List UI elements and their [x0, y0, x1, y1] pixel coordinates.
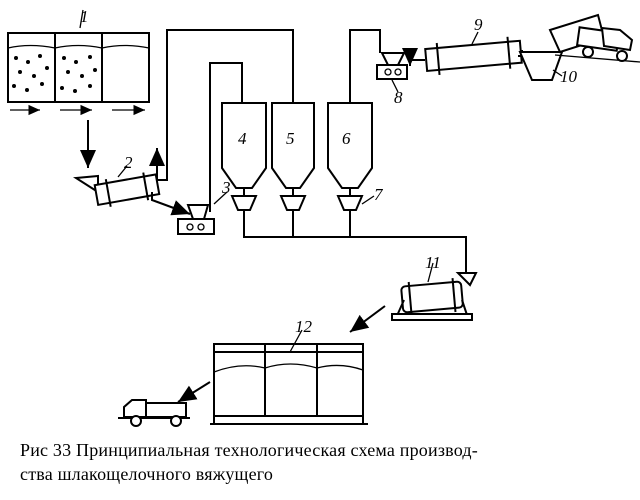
- flow-mixer-to-warehouse: [349, 305, 386, 333]
- silo-5: [271, 102, 315, 211]
- ball-mill: [177, 204, 215, 235]
- label-8: 8: [394, 88, 403, 107]
- receiving-hopper: [518, 51, 564, 81]
- silo-4: [221, 102, 267, 211]
- label-2: 2: [124, 153, 133, 172]
- caption-line-1: Рис 33 Принципиальная технологическая сх…: [20, 440, 478, 460]
- label-12: 12: [295, 317, 313, 336]
- slag-storage-bins: [7, 32, 150, 116]
- figure-caption: Рис 33 Принципиальная технологическая сх…: [20, 438, 624, 486]
- label-9: 9: [474, 15, 483, 34]
- drying-drum: [72, 172, 161, 207]
- delivery-truck-icon: [118, 399, 190, 427]
- silo-6: [327, 102, 373, 211]
- process-flow-diagram: 1 2 3 4 5: [7, 7, 640, 427]
- flow-warehouse-to-truck: [177, 381, 211, 403]
- flow-dryer-to-mill: [151, 192, 191, 216]
- dump-truck-icon: [548, 13, 640, 63]
- label-5: 5: [286, 129, 295, 148]
- feed-line-to-silo-6: [349, 29, 381, 103]
- feed-line-to-silo-5: [157, 29, 294, 181]
- label-7: 7: [374, 185, 384, 204]
- mixer: [391, 272, 478, 321]
- label-4: 4: [238, 129, 247, 148]
- finished-product-warehouse: [210, 343, 368, 425]
- slag-material-dots: [12, 54, 97, 93]
- label-11: 11: [425, 253, 441, 272]
- collecting-conveyor-line: [243, 210, 467, 273]
- label-6: 6: [342, 129, 351, 148]
- alkali-feeder: [376, 52, 408, 80]
- label-10: 10: [560, 67, 578, 86]
- feed-line-to-silo-4: [209, 62, 243, 212]
- label-1: 1: [80, 7, 89, 26]
- caption-line-2: ства шлакощелочного вяжущего: [20, 464, 274, 484]
- label-3: 3: [221, 178, 231, 197]
